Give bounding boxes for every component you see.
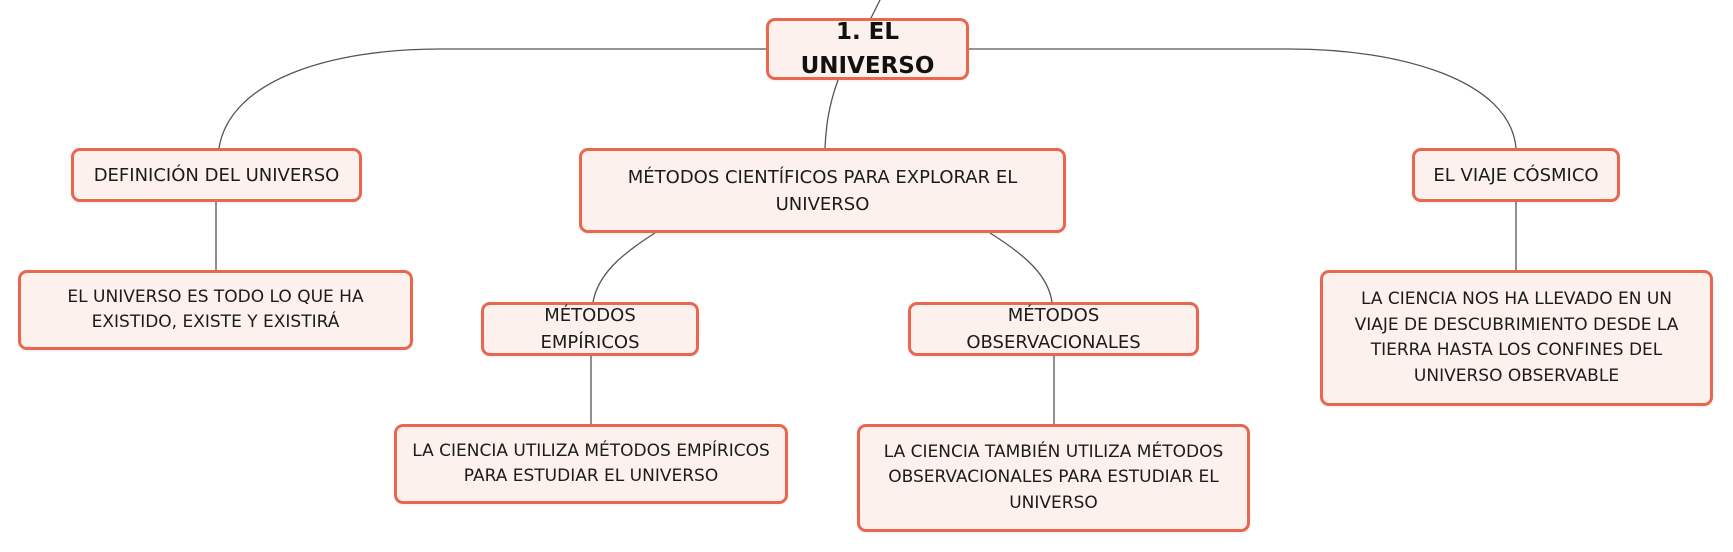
node-root[interactable]: 1. EL UNIVERSO bbox=[766, 18, 969, 80]
node-observacionales-detalle[interactable]: LA CIENCIA TAMBIÉN UTILIZA MÉTODOS OBSER… bbox=[857, 424, 1250, 532]
node-definicion-detalle[interactable]: EL UNIVERSO ES TODO LO QUE HA EXISTIDO, … bbox=[18, 270, 413, 350]
node-empiricos-label: MÉTODOS EMPÍRICOS bbox=[540, 305, 640, 353]
node-observacionales-label: MÉTODOS OBSERVACIONALES bbox=[966, 305, 1141, 353]
node-definicion[interactable]: DEFINICIÓN DEL UNIVERSO bbox=[71, 148, 362, 202]
node-viaje-detalle[interactable]: LA CIENCIA NOS HA LLEVADO EN UN VIAJE DE… bbox=[1320, 270, 1713, 406]
node-empiricos-detalle[interactable]: LA CIENCIA UTILIZA MÉTODOS EMPÍRICOS PAR… bbox=[394, 424, 788, 504]
node-viaje-detalle-label: LA CIENCIA NOS HA LLEVADO EN UN VIAJE DE… bbox=[1354, 289, 1679, 386]
connector-root-viaje bbox=[969, 48, 1517, 149]
node-viaje[interactable]: EL VIAJE CÓSMICO bbox=[1412, 148, 1620, 202]
node-observacionales-detalle-label: LA CIENCIA TAMBIÉN UTILIZA MÉTODOS OBSER… bbox=[883, 441, 1224, 513]
connector-root-definicion bbox=[218, 48, 766, 149]
connector-metodos-empiricos bbox=[592, 232, 656, 303]
connector-metodos-observacionales bbox=[989, 232, 1053, 303]
node-viaje-label: EL VIAJE CÓSMICO bbox=[1433, 164, 1599, 186]
node-observacionales[interactable]: MÉTODOS OBSERVACIONALES bbox=[908, 302, 1199, 356]
node-metodos-label: MÉTODOS CIENTÍFICOS PARA EXPLORAR EL UNI… bbox=[627, 166, 1018, 215]
node-metodos[interactable]: MÉTODOS CIENTÍFICOS PARA EXPLORAR EL UNI… bbox=[579, 148, 1066, 233]
node-empiricos[interactable]: MÉTODOS EMPÍRICOS bbox=[481, 302, 699, 356]
connector-root-metodos bbox=[824, 79, 839, 149]
node-definicion-detalle-label: EL UNIVERSO ES TODO LO QUE HA EXISTIDO, … bbox=[67, 286, 364, 333]
node-definicion-label: DEFINICIÓN DEL UNIVERSO bbox=[93, 164, 340, 186]
node-empiricos-detalle-label: LA CIENCIA UTILIZA MÉTODOS EMPÍRICOS PAR… bbox=[412, 440, 770, 487]
node-root-label: 1. EL UNIVERSO bbox=[800, 18, 935, 80]
